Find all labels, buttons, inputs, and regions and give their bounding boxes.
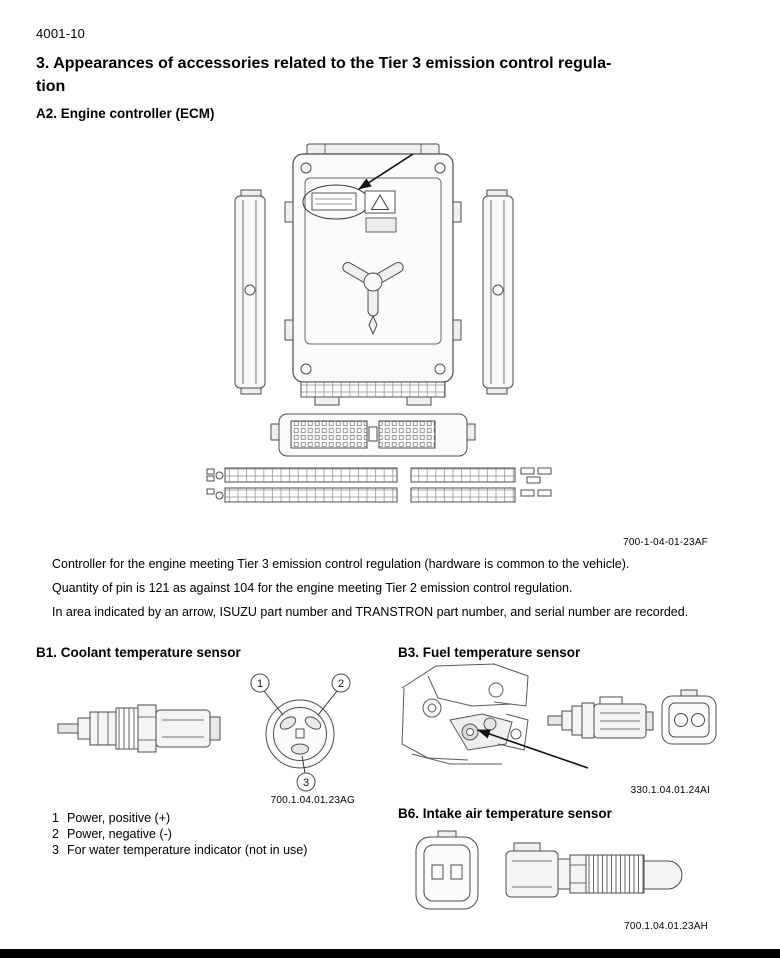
figure-fuel-sensor xyxy=(398,662,728,789)
section-b1-heading: B1. Coolant temperature sensor xyxy=(36,645,241,660)
legend-item: 1 Power, positive (+) xyxy=(52,810,307,826)
page-edge-bar xyxy=(0,949,780,958)
ecm-diagram xyxy=(206,143,552,503)
ecm-left-side-view xyxy=(234,189,266,395)
intake-sensor-side-view xyxy=(505,842,683,898)
figure-code-fuel: 330.1.04.01.24AI xyxy=(630,785,710,796)
intake-sensor-diagram xyxy=(415,830,683,910)
fuel-sensor-arrow xyxy=(477,729,589,769)
warning-triangle-icon xyxy=(370,194,390,210)
paragraph-ecm-1: Controller for the engine meeting Tier 3… xyxy=(52,557,630,571)
ecm-label-arrow xyxy=(358,153,414,190)
fuel-sensor-location-drawing xyxy=(401,663,529,765)
page-title: 3. Appearances of accessories related to… xyxy=(36,52,766,98)
coolant-sensor-side-view xyxy=(57,704,221,753)
figure-coolant-sensor: 1 2 3 xyxy=(52,668,387,799)
page-title-line2: tion xyxy=(36,78,66,95)
section-b6-heading: B6. Intake air temperature sensor xyxy=(398,806,612,821)
coolant-legend: 1 Power, positive (+) 2 Power, negative … xyxy=(52,810,307,858)
pin-callout-3 xyxy=(296,772,316,792)
legend-num: 3 xyxy=(52,843,59,857)
coolant-connector-face-view xyxy=(250,673,351,792)
pin-number-2: 2 xyxy=(338,678,344,690)
pin-number-1: 1 xyxy=(257,678,263,690)
figure-code-coolant: 700.1.04.01.23AG xyxy=(270,795,355,806)
legend-text: Power, positive (+) xyxy=(67,811,171,825)
section-b3-heading: B3. Fuel temperature sensor xyxy=(398,645,581,660)
legend-num: 2 xyxy=(52,827,59,841)
figure-code-intake: 700.1.04.01.23AH xyxy=(624,921,708,932)
pin-number-3: 3 xyxy=(303,777,309,789)
fuel-connector-face-view xyxy=(661,689,717,745)
fuel-sensor-diagram xyxy=(401,663,717,769)
page-number: 4001-10 xyxy=(36,26,86,41)
legend-text: For water temperature indicator (not in … xyxy=(67,843,308,857)
ecm-bottom-view xyxy=(270,413,476,457)
ecm-front-view xyxy=(284,143,462,406)
ecm-pin-table-left xyxy=(206,467,398,503)
legend-text: Power, negative (-) xyxy=(67,827,172,841)
figure-intake-sensor xyxy=(398,827,728,926)
fuel-sensor-side-view xyxy=(547,696,654,739)
pin-callout-1 xyxy=(250,673,270,693)
ecm-pin-table-right xyxy=(410,467,552,503)
coolant-pin-numbers: 1 2 3 xyxy=(257,678,344,789)
legend-num: 1 xyxy=(52,811,59,825)
legend-item: 2 Power, negative (-) xyxy=(52,826,307,842)
coolant-sensor-diagram: 1 2 3 xyxy=(57,673,351,792)
figure-code-ecm: 700-1-04-01-23AF xyxy=(623,537,708,548)
paragraph-ecm-3: In area indicated by an arrow, ISUZU par… xyxy=(52,605,689,619)
legend-item: 3 For water temperature indicator (not i… xyxy=(52,842,307,858)
intake-connector-face-view xyxy=(415,830,479,910)
section-a2-heading: A2. Engine controller (ECM) xyxy=(36,106,215,121)
ecm-center-fastener xyxy=(342,262,404,336)
ecm-right-side-view xyxy=(482,189,514,395)
paragraph-ecm-2: Quantity of pin is 121 as against 104 fo… xyxy=(52,581,573,595)
page-title-line1: 3. Appearances of accessories related to… xyxy=(36,55,612,72)
figure-ecm xyxy=(195,140,580,537)
pin-callout-2 xyxy=(331,673,351,693)
